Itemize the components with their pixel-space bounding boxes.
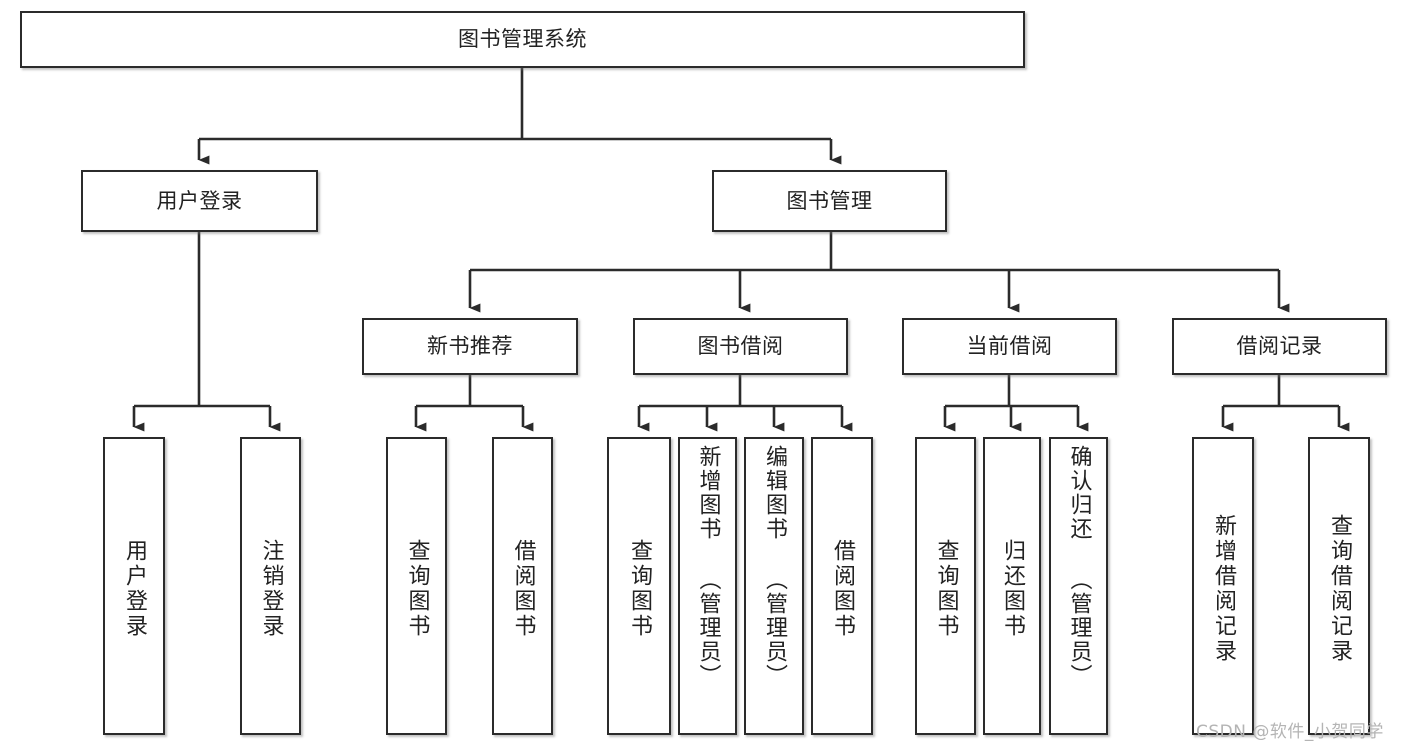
leaf-add-borrowing-record[interactable]: 新增借阅记录 xyxy=(1192,437,1254,735)
node-label: 图书管理 xyxy=(786,188,873,213)
node-label: 新书推荐 xyxy=(427,334,513,359)
leaf-query-book-borrowing[interactable]: 查询图书 xyxy=(607,437,671,735)
node-label: 新增借阅记录 xyxy=(1211,514,1236,664)
leaf-add-book-admin[interactable]: 新增图书 （管理员） xyxy=(678,437,737,735)
node-current-borrowing[interactable]: 当前借阅 xyxy=(902,318,1117,375)
node-label: 图书管理系统 xyxy=(458,27,587,52)
node-label: 借阅图书 xyxy=(830,539,855,639)
node-label: 归还图书 xyxy=(1000,539,1025,639)
leaf-borrow-book-recommendation[interactable]: 借阅图书 xyxy=(492,437,553,735)
node-borrowing-record[interactable]: 借阅记录 xyxy=(1172,318,1387,375)
node-book-management[interactable]: 图书管理 xyxy=(712,170,947,232)
node-new-book-recommendation[interactable]: 新书推荐 xyxy=(362,318,578,375)
node-label: 图书借阅 xyxy=(697,334,784,359)
node-user-login[interactable]: 用户登录 xyxy=(81,170,318,232)
node-label: 注销登录 xyxy=(258,539,284,639)
node-label: 确认归还 （管理员） xyxy=(1066,445,1092,688)
node-root-book-management-system[interactable]: 图书管理系统 xyxy=(20,11,1025,68)
node-book-borrowing[interactable]: 图书借阅 xyxy=(633,318,848,375)
node-label: 用户登录 xyxy=(156,188,243,213)
node-label: 查询图书 xyxy=(933,539,959,639)
node-label: 查询图书 xyxy=(627,539,652,639)
node-label: 借阅图书 xyxy=(510,539,536,639)
watermark-csdn: CSDN @软件_小贺同学 xyxy=(1196,722,1384,742)
node-label: 新增图书 （管理员） xyxy=(695,445,721,688)
node-label: 查询借阅记录 xyxy=(1327,514,1352,664)
leaf-confirm-return-admin[interactable]: 确认归还 （管理员） xyxy=(1049,437,1108,735)
leaf-query-borrowing-record[interactable]: 查询借阅记录 xyxy=(1308,437,1370,735)
leaf-return-book[interactable]: 归还图书 xyxy=(983,437,1041,735)
node-label: 当前借阅 xyxy=(966,334,1053,359)
node-label: 查询图书 xyxy=(404,539,430,639)
leaf-user-login[interactable]: 用户登录 xyxy=(103,437,165,735)
leaf-edit-book-admin[interactable]: 编辑图书 （管理员） xyxy=(744,437,804,735)
node-label: 编辑图书 （管理员） xyxy=(762,445,787,688)
leaf-borrow-book-borrowing[interactable]: 借阅图书 xyxy=(811,437,873,735)
leaf-query-book-recommendation[interactable]: 查询图书 xyxy=(386,437,447,735)
node-label: 用户登录 xyxy=(122,539,147,639)
leaf-logout[interactable]: 注销登录 xyxy=(240,437,301,735)
node-label: 借阅记录 xyxy=(1236,334,1323,359)
leaf-query-book-current[interactable]: 查询图书 xyxy=(915,437,976,735)
